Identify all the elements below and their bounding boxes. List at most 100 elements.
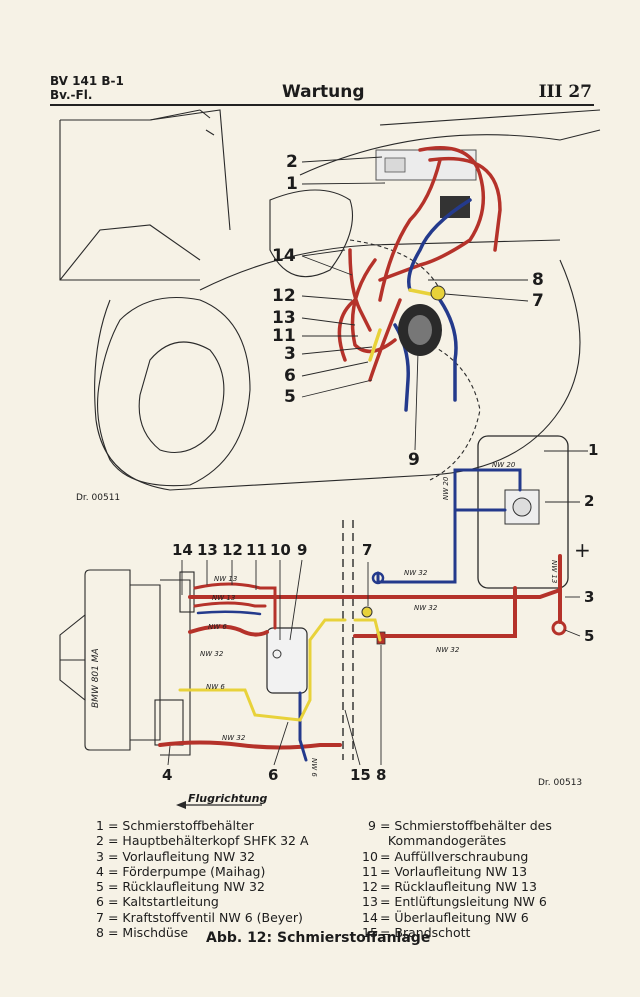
callout-top-7: 7 — [532, 291, 544, 311]
legend-item: 14 = Überlaufleitung NW 6 — [362, 909, 529, 925]
header-rule — [50, 104, 594, 106]
legend-left: 1 = Schmierstoffbehälter 2 = Hauptbehält… — [90, 818, 309, 941]
callout-top-3: 3 — [284, 344, 296, 364]
legend-item: 3 = Vorlaufleitung NW 32 — [96, 848, 256, 864]
callout-top-8: 8 — [532, 270, 544, 290]
nw13-return — [193, 601, 267, 608]
callout-top-13: 13 — [272, 308, 296, 328]
callout-bottom-11: 11 — [246, 541, 267, 559]
callout-bottom-2: 2 — [584, 492, 595, 510]
callout-bottom-4: 4 — [162, 766, 173, 784]
blue-line-a — [407, 198, 472, 292]
figure-caption: Abb. 12: Schmierstoffanlage — [206, 930, 431, 946]
legend-item: 6 = Kaltstartleitung — [96, 894, 219, 910]
callout-bottom-12: 12 — [222, 541, 243, 559]
label-nw20b: NW 20 — [442, 476, 450, 500]
bottom-diagram: NW 13 NW 13 NW 6 NW 32 NW 6 NW 32 NW 32 … — [59, 435, 588, 809]
label-nw32e: NW 32 — [436, 646, 460, 654]
label-nw32a: NW 32 — [200, 650, 224, 658]
document-id-line1: BV 141 B-1 — [50, 74, 124, 88]
top-diagram-ref: Dr. 00511 — [76, 493, 121, 503]
label-nw6: NW 6 — [208, 623, 227, 631]
oil-tank — [375, 149, 477, 218]
supply-line — [428, 156, 502, 252]
callout-bottom-15: 15 — [350, 766, 371, 784]
callout-bottom-6: 6 — [268, 766, 279, 784]
command-oil-tank — [266, 627, 308, 694]
return-fitting — [551, 620, 567, 636]
callout-top-2: 2 — [286, 152, 298, 172]
callout-bottom-8: 8 — [376, 766, 387, 784]
callout-top-1: 1 — [286, 174, 298, 194]
callout-leaders-bottom — [167, 450, 588, 766]
filler-cap — [272, 649, 282, 659]
label-nw32b: NW 32 — [222, 734, 246, 742]
fuel-valve — [361, 606, 373, 618]
flight-direction-label: Flugrichtung — [188, 792, 268, 805]
legend-item: 5 = Rücklaufleitung NW 32 — [96, 879, 265, 895]
legend-item: 2 = Hauptbehälterkopf SHFK 32 A — [96, 833, 309, 849]
engine-label: BMW 801 MA — [91, 648, 101, 708]
nw6-vent — [196, 610, 262, 616]
return-nw32-b — [353, 586, 517, 638]
blue-tank-line — [376, 468, 522, 584]
callout-top-9: 9 — [408, 450, 420, 470]
page-title: Wartung — [282, 82, 365, 102]
callout-leaders-top — [301, 156, 529, 451]
line-13 — [337, 298, 357, 362]
plus-sign: + — [574, 538, 591, 562]
blue-drain — [298, 691, 308, 762]
lower-nw32 — [158, 740, 342, 750]
legend-item: 4 = Förderpumpe (Maihag) — [96, 863, 266, 879]
callout-bottom-1: 1 — [588, 441, 599, 459]
blue-line-c — [393, 323, 410, 412]
callout-bottom-7: 7 — [362, 541, 373, 559]
legend-item: 10 = Auffüllverschraubung — [362, 848, 529, 864]
label-nw32c: NW 32 — [404, 569, 428, 577]
legend-item: 7 = Kraftstoffventil NW 6 (Beyer) — [96, 909, 303, 925]
pipe-labels: NW 13 NW 13 NW 6 NW 32 NW 6 NW 32 NW 32 … — [91, 461, 558, 777]
airframe-outline — [59, 109, 601, 491]
coldstart-to-valve — [353, 618, 382, 642]
return-line — [378, 146, 486, 282]
engine-block — [59, 569, 195, 756]
flight-arrow-head — [176, 801, 186, 809]
legend-right: 9 = Schmierstoffbehälter des Kommandoger… — [362, 818, 552, 940]
legend-item-cont: Kommandogerätes — [387, 833, 507, 849]
label-nw13: NW 13 — [214, 575, 237, 583]
label-nw6b: NW 6 — [206, 683, 225, 691]
callout-bottom-5: 5 — [584, 627, 595, 645]
legend-item: 8 = Mischdüse — [96, 925, 189, 941]
callout-top-12: 12 — [272, 286, 296, 306]
callout-bottom-14: 14 — [172, 541, 193, 559]
line-5 — [368, 298, 402, 382]
callout-bottom-10: 10 — [270, 541, 291, 559]
legend-item: 9 = Schmierstoffbehälter des — [368, 818, 552, 833]
oil-lines-bottom — [158, 468, 562, 762]
legend-item: 1 = Schmierstoffbehälter — [96, 818, 254, 833]
callout-bottom-3: 3 — [584, 588, 595, 606]
coldstart-yellow — [178, 618, 347, 722]
bottom-diagram-ref: Dr. 00513 — [538, 778, 583, 788]
callout-top-6: 6 — [284, 366, 296, 386]
document-id-line2: Bv.-Fl. — [50, 88, 93, 102]
callout-bottom-13: 13 — [197, 541, 218, 559]
label-nw20a: NW 20 — [492, 461, 516, 469]
coldstart-line — [368, 328, 382, 362]
legend-item: 13 = Entlüftungsleitung NW 6 — [362, 894, 547, 910]
callout-top-5: 5 — [284, 387, 296, 407]
label-nw13b: NW 13 — [212, 594, 235, 602]
blue-line-b — [438, 298, 458, 402]
legend-item: 12 = Rücklaufleitung NW 13 — [362, 879, 537, 895]
label-nw6c: NW 6 — [310, 758, 318, 777]
legend-item: 11 = Vorlaufleitung NW 13 — [362, 863, 528, 879]
callout-top-11: 11 — [272, 326, 296, 346]
legend-item: 15 = Brandschott — [362, 925, 471, 941]
label-nw13c: NW 13 — [550, 560, 558, 583]
oil-tank-schematic — [477, 435, 569, 589]
vent-line — [378, 158, 442, 302]
tank-head-cap — [512, 497, 532, 517]
pump-assembly — [398, 285, 446, 356]
nw13-supply — [193, 582, 277, 630]
